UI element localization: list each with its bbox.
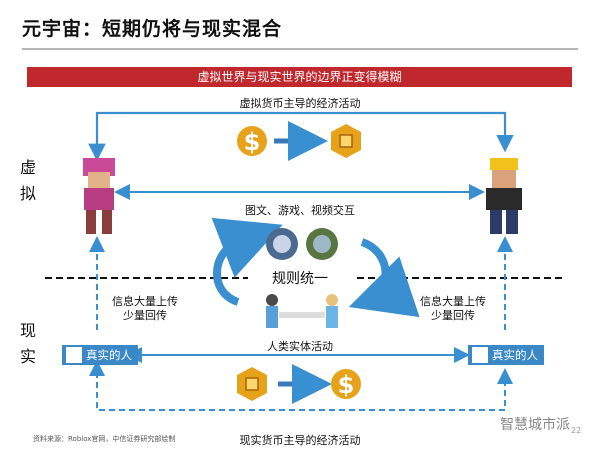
return-right-label: 少量回传 xyxy=(431,309,475,322)
avatar-left-icon xyxy=(83,158,115,234)
watermark: 智慧城市派 xyxy=(500,417,570,433)
real-person-right-label: 真实的人 xyxy=(492,348,538,362)
real-economy-label: 现实货币主导的经济活动 xyxy=(239,434,361,447)
page-number: 22 xyxy=(571,426,582,435)
interaction-label: 图文、游戏、视频交互 xyxy=(245,204,355,217)
robux-coin-icon xyxy=(331,124,361,158)
source-note: 资料来源：Roblox官网，中信证券研究部绘制 xyxy=(33,435,176,443)
human-activity-label: 人类实体活动 xyxy=(267,340,333,353)
upload-right-label: 信息大量上传 xyxy=(420,295,486,308)
real-economy-loop xyxy=(89,360,513,411)
page-title: 元宇宙：短期仍将与现实混合 xyxy=(22,18,283,40)
curve-arrow-left xyxy=(211,217,283,306)
return-left-label: 少量回传 xyxy=(123,309,167,322)
real-person-right: 真实的人 xyxy=(468,345,544,365)
virtual-economy-loop xyxy=(88,111,514,162)
avatar-right-icon xyxy=(486,158,522,234)
person-female-icon xyxy=(66,347,82,363)
real-person-left: 真实的人 xyxy=(62,345,138,365)
dollar-coin-icon: $ xyxy=(237,126,267,156)
person-male-icon xyxy=(472,347,488,363)
curve-arrow-right xyxy=(348,238,420,318)
virtual-side-label: 虚 拟 xyxy=(20,158,37,203)
game-screenshot-2 xyxy=(306,228,338,260)
robux-coin-icon-bottom xyxy=(237,367,267,401)
game-screenshot-1 xyxy=(266,228,298,260)
real-person-left-label: 真实的人 xyxy=(86,348,132,362)
svg-text:$: $ xyxy=(244,128,261,156)
title-divider xyxy=(22,48,578,50)
svg-text:$: $ xyxy=(338,371,355,399)
meeting-icon xyxy=(266,294,338,328)
upload-left-label: 信息大量上传 xyxy=(112,295,178,308)
banner: 虚拟世界与现实世界的边界正变得模糊 xyxy=(27,67,572,87)
real-side-label: 现 实 xyxy=(20,321,37,366)
virtual-economy-label: 虚拟货币主导的经济活动 xyxy=(239,97,361,110)
rule-unify-label: 规则统一 xyxy=(272,271,328,287)
dollar-coin-icon-bottom: $ xyxy=(331,369,361,399)
